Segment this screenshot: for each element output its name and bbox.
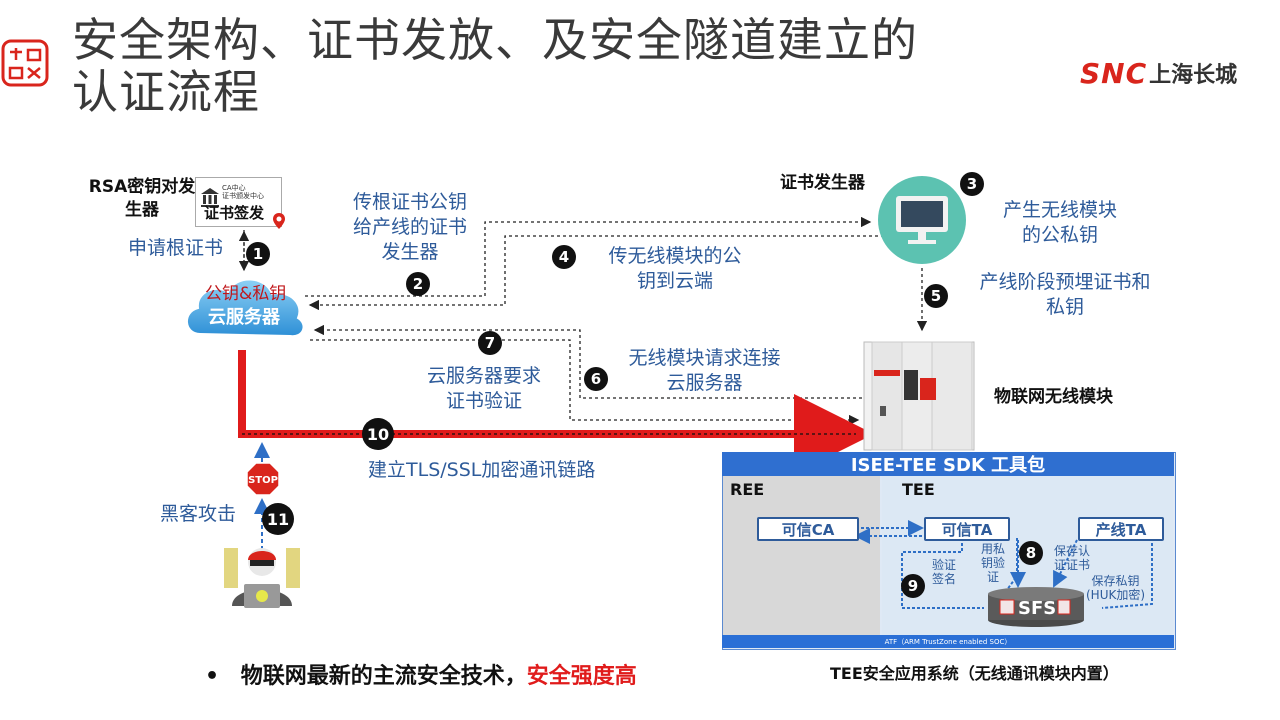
step-8-badge: 8 bbox=[1019, 541, 1043, 565]
cloud-server-label: 云服务器 bbox=[208, 307, 280, 328]
tls-link-label: 建立TLS/SSL加密通讯链路 bbox=[368, 459, 596, 481]
verify-sign-label: 验证 签名 bbox=[932, 558, 957, 586]
gen-keys-label: 产生无线模块 的公私钥 bbox=[1002, 199, 1117, 246]
svg-text:STOP: STOP bbox=[248, 475, 278, 486]
iot-module-label: 物联网无线模块 bbox=[994, 387, 1113, 407]
trusted-ta-box: 可信TA bbox=[924, 517, 1010, 541]
cert-verify-label: 云服务器要求 证书验证 bbox=[426, 365, 541, 412]
step-7-badge: 7 bbox=[478, 331, 502, 355]
privkey-verify-label: 用私 钥验 证 bbox=[981, 542, 1006, 584]
upload-pubkey-label: 传无线模块的公 钥到云端 bbox=[608, 245, 742, 292]
preload-cert-label: 产线阶段预埋证书和 私钥 bbox=[979, 271, 1151, 318]
brand-name: 上海长城 bbox=[1149, 63, 1238, 88]
step-9-badge: 9 bbox=[901, 574, 925, 598]
key-pair-label: 公钥&私钥 bbox=[205, 284, 287, 304]
production-ta-box: 产线TA bbox=[1078, 517, 1164, 541]
sdk-connectors bbox=[854, 520, 1153, 609]
hacker-icon bbox=[224, 548, 300, 608]
hacker-attack-label: 黑客攻击 bbox=[160, 503, 237, 525]
footer-statement: • 物联网最新的主流安全技术，安全强度高 bbox=[205, 658, 637, 690]
monitor-icon bbox=[878, 176, 966, 264]
location-pin-icon bbox=[273, 213, 285, 229]
step-4-badge: 4 bbox=[552, 245, 576, 269]
ree-label: REE bbox=[730, 480, 765, 499]
save-cert-label: 保存认 证证书 bbox=[1054, 544, 1091, 572]
page-title: 安全架构、证书发放、及安全隧道建立的 认证流程 bbox=[72, 14, 918, 118]
sfs-label: SFS bbox=[1018, 598, 1057, 619]
tee-label: TEE bbox=[902, 480, 935, 499]
save-privkey-label: 保存私钥 (HUK加密) bbox=[1086, 574, 1146, 602]
footer-text: 物联网最新的主流安全技术， bbox=[240, 664, 527, 689]
cloud-server-icon bbox=[186, 278, 305, 338]
seal-logo-icon bbox=[1, 39, 49, 87]
step-2-badge: 2 bbox=[406, 272, 430, 296]
brand-logo: SNC 上海长城 bbox=[1080, 56, 1238, 90]
ree-region bbox=[723, 476, 880, 635]
ca-certificate-box: CA中心 证书颁发中心 证书签发 bbox=[195, 177, 285, 229]
trusted-ca-box: 可信CA bbox=[757, 517, 859, 541]
title-line2: 认证流程 bbox=[72, 65, 260, 119]
request-connect-label: 无线模块请求连接 云服务器 bbox=[628, 347, 781, 394]
cert-issue-label: 证书签发 bbox=[204, 204, 265, 222]
step-1-badge: 1 bbox=[246, 242, 270, 266]
step-3-badge: 3 bbox=[960, 172, 984, 196]
title-line1: 安全架构、证书发放、及安全隧道建立的 bbox=[72, 13, 918, 67]
footer-highlight: 安全强度高 bbox=[526, 664, 637, 689]
sfs-storage-icon bbox=[988, 587, 1084, 627]
tee-caption: TEE安全应用系统（无线通讯模块内置） bbox=[830, 664, 1119, 683]
atf-bar: ATF（ARM TrustZone enabled SOC） bbox=[722, 635, 1174, 648]
apply-root-cert-label: 申请根证书 bbox=[128, 237, 224, 259]
cert-generator-label: 证书发生器 bbox=[780, 173, 865, 193]
brand-snc: SNC bbox=[1080, 56, 1148, 90]
stop-sign-icon: STOP bbox=[246, 462, 280, 496]
iot-module-icon bbox=[863, 341, 975, 451]
step-5-badge: 5 bbox=[924, 284, 948, 308]
step-11-badge: 11 bbox=[262, 503, 294, 535]
step-6-badge: 6 bbox=[584, 367, 608, 391]
bank-icon bbox=[201, 188, 219, 207]
step-10-badge: 10 bbox=[362, 418, 394, 450]
rsa-generator-label: RSA密钥对发 生器 bbox=[88, 177, 196, 220]
pass-root-cert-label: 传根证书公钥 给产线的证书 发生器 bbox=[352, 191, 467, 263]
sdk-header: ISEE-TEE SDK 工具包 bbox=[722, 452, 1174, 476]
footer-bullet: • bbox=[205, 664, 220, 689]
